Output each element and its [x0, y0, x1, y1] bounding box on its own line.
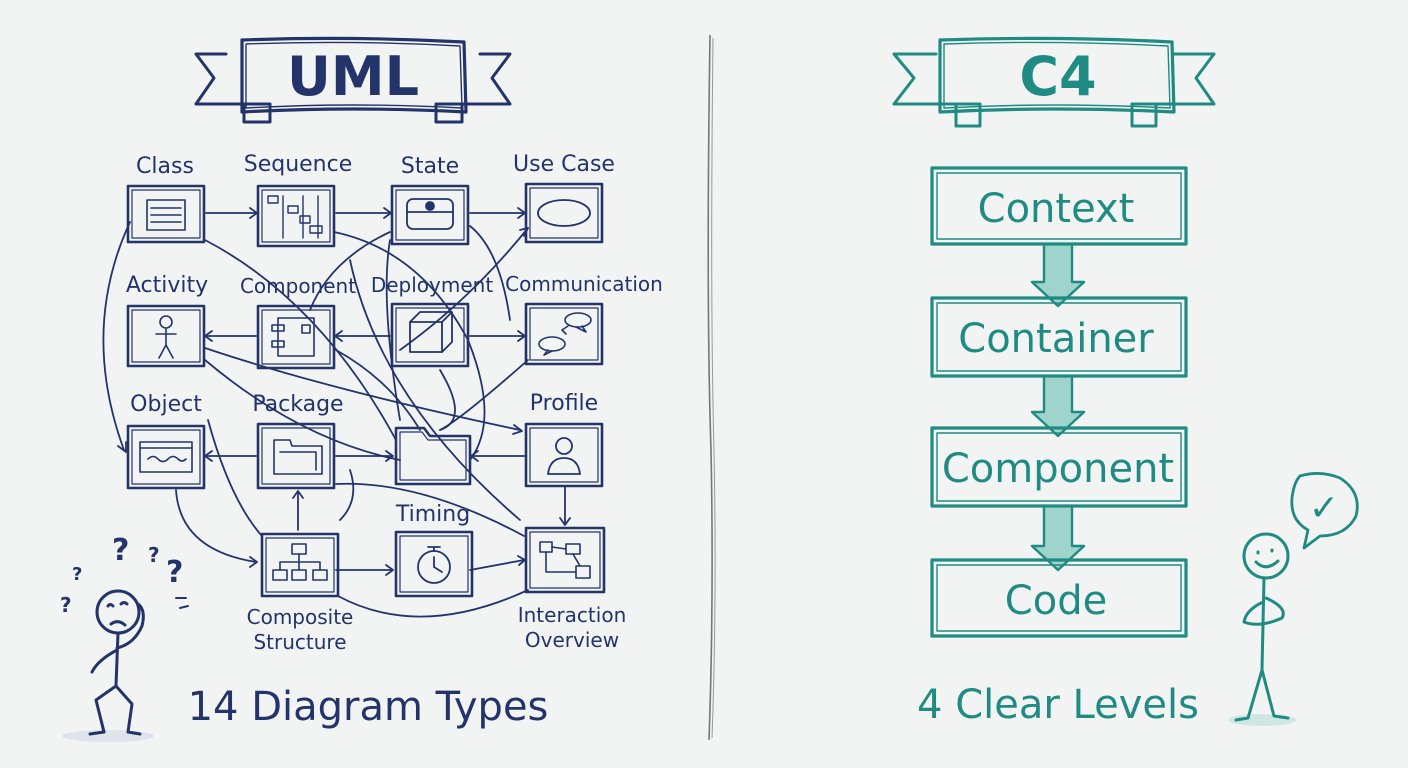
uml-footer: 14 Diagram Types — [188, 684, 549, 730]
c4-level-boxes: Context Container Component Code — [930, 166, 1188, 638]
question-marks: ? ? ? ? ? — [60, 533, 183, 617]
timing-diagram-box — [394, 530, 474, 598]
package-icon — [273, 439, 323, 475]
uml-diagram-boxes — [126, 182, 606, 598]
label-activity: Activity — [126, 273, 208, 298]
svg-text:?: ? — [72, 564, 82, 585]
package-diagram-box — [256, 422, 336, 490]
level-component-label: Component — [942, 446, 1174, 492]
svg-text:?: ? — [112, 533, 129, 568]
arrow-container-to-component — [1030, 374, 1086, 438]
sequence-icon — [267, 195, 323, 239]
stopwatch-icon — [417, 546, 451, 584]
label-composite-2: Structure — [253, 630, 346, 654]
svg-text:?: ? — [60, 593, 72, 617]
arrow-context-to-container — [1030, 242, 1086, 308]
flow-icon — [539, 541, 591, 579]
svg-text:?: ? — [166, 555, 183, 590]
label-use-case: Use Case — [513, 152, 615, 177]
state-diagram-box — [390, 184, 470, 246]
confused-figure: ? ? ? ? ? — [60, 533, 189, 742]
level-container-label: Container — [958, 316, 1154, 362]
class-diagram-box — [126, 184, 206, 244]
activity-diagram-box — [126, 304, 206, 368]
label-deployment: Deployment — [371, 273, 493, 297]
level-component: Component — [930, 426, 1188, 508]
level-container: Container — [930, 296, 1188, 378]
level-code-label: Code — [1005, 578, 1107, 624]
communication-diagram-box — [524, 302, 604, 366]
label-interaction-2: Overview — [525, 628, 619, 652]
chat-bubbles-icon — [538, 312, 592, 356]
component-icon — [271, 317, 315, 357]
object-icon — [139, 441, 193, 473]
composite-structure-diagram-box — [260, 532, 340, 598]
label-communication: Communication — [505, 272, 663, 296]
person-icon — [547, 437, 581, 475]
label-component: Component — [240, 274, 356, 298]
uml-diagram-labels: Class Sequence State Use Case Activity C… — [126, 152, 663, 654]
speech-bubble: ✓ — [1290, 472, 1359, 550]
c4-title: C4 — [1019, 45, 1096, 108]
uml-connectors — [102, 207, 571, 618]
arrow-component-to-code — [1030, 504, 1086, 572]
checkmark-icon: ✓ — [1309, 488, 1339, 529]
use-case-diagram-box — [524, 182, 604, 244]
object-diagram-box — [126, 424, 206, 490]
use-case-icon — [537, 199, 591, 227]
uml-panel: UML Class Sequence State Use Case Activi… — [60, 36, 663, 742]
profile-diagram-box — [524, 422, 604, 488]
cube-icon — [409, 311, 453, 353]
interaction-overview-diagram-box — [524, 526, 606, 594]
label-class: Class — [136, 154, 194, 179]
deployment-diagram-box — [390, 302, 470, 368]
label-object: Object — [130, 392, 202, 417]
folder-box — [394, 426, 472, 486]
label-sequence: Sequence — [244, 152, 353, 177]
c4-level-arrows — [1030, 242, 1086, 572]
label-interaction-1: Interaction — [518, 603, 627, 627]
c4-footer: 4 Clear Levels — [917, 682, 1199, 728]
component-diagram-box — [256, 304, 336, 370]
stick-figure-icon — [155, 315, 177, 359]
uml-title: UML — [287, 45, 419, 108]
label-profile: Profile — [530, 391, 598, 416]
uml-title-banner: UML — [194, 36, 512, 124]
label-package: Package — [252, 392, 343, 417]
state-icon — [406, 198, 454, 230]
level-context-label: Context — [978, 186, 1135, 232]
level-code: Code — [930, 558, 1188, 638]
sequence-diagram-box — [256, 184, 336, 248]
class-icon — [146, 199, 186, 231]
folder-icon — [399, 431, 467, 481]
level-context: Context — [930, 166, 1188, 246]
c4-panel: C4 Context Container — [892, 36, 1359, 728]
hierarchy-icon — [272, 543, 328, 581]
c4-title-banner: C4 — [892, 36, 1216, 128]
svg-text:?: ? — [148, 543, 160, 567]
label-composite-1: Composite — [247, 605, 354, 629]
center-divider — [707, 34, 716, 741]
label-state: State — [401, 154, 459, 179]
happy-figure: ✓ — [1228, 472, 1359, 726]
